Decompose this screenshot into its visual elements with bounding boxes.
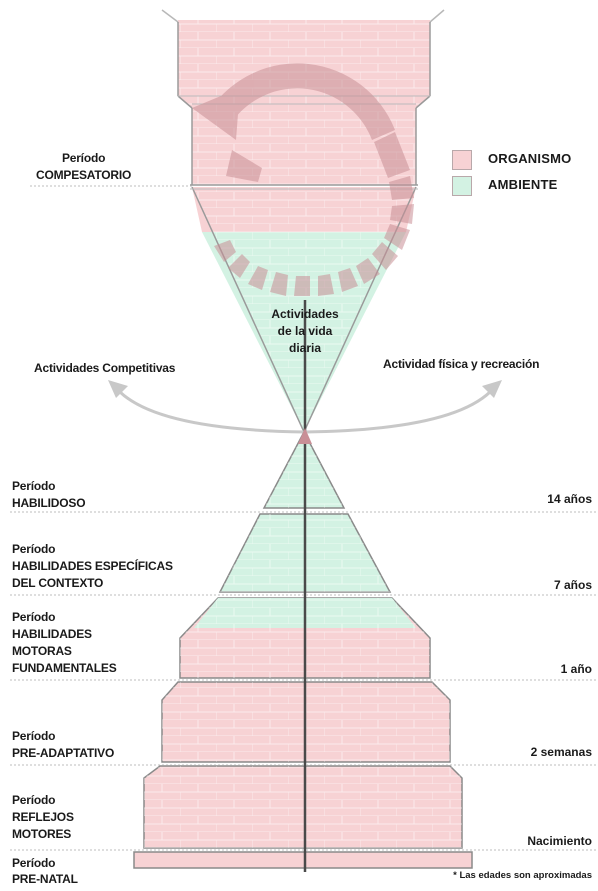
upper-column-organismo-pattern: [178, 20, 430, 185]
period-preadaptativo-label: Período PRE-ADAPTATIVO: [12, 728, 114, 762]
period-word: Período: [12, 610, 56, 624]
period-word: Período: [12, 479, 56, 493]
period-fundamentales-label: Período HABILIDADES MOTORAS FUNDAMENTALE…: [12, 609, 117, 677]
period-name-cont: DEL CONTEXTO: [12, 576, 104, 590]
period-name: PRE-NATAL: [12, 872, 78, 886]
tier-prenatal: [133, 851, 473, 869]
period-word: Período: [61, 151, 106, 165]
lower-pyramid: [133, 430, 473, 869]
upper-right-edge: [429, 9, 445, 23]
period-prenatal-label: Período PRE-NATAL: [12, 855, 78, 887]
upper-left-edge: [161, 9, 179, 23]
circular-arrow-icon: [192, 63, 414, 296]
period-habilidoso-label: Período HABILIDOSO: [12, 478, 86, 512]
age-habilidoso: 14 años: [547, 492, 592, 506]
activities-competitive-label: Actividades Competitivas: [34, 361, 176, 375]
period-name-cont: MOTORAS: [12, 644, 72, 658]
period-name: PRE-ADAPTATIVO: [12, 746, 115, 760]
age-fundamentales: 1 año: [560, 662, 592, 676]
period-name-cont: MOTORES: [12, 827, 72, 841]
activities-daily-line2: de la vida: [277, 324, 333, 338]
legend-swatch-ambiente: [452, 176, 472, 196]
period-name: REFLEJOS: [12, 810, 74, 824]
arrow-left-icon: [108, 380, 128, 398]
period-name: HABILIDADES: [12, 627, 92, 641]
period-name-cont2: FUNDAMENTALES: [12, 661, 117, 675]
period-compensatorio-label: Período COMPESATORIO: [36, 150, 131, 184]
legend-swatch-organismo: [452, 150, 472, 170]
period-name: HABILIDADES ESPECÍFICAS: [12, 559, 173, 573]
period-reflejos-label: Período REFLEJOS MOTORES: [12, 792, 74, 843]
activities-daily-line1: Actividades: [271, 307, 339, 321]
age-preadaptativo: 2 semanas: [530, 745, 592, 759]
age-reflejos: Nacimiento: [527, 834, 592, 848]
legend-label-ambiente: AMBIENTE: [488, 177, 558, 192]
activities-daily-line3: diaria: [288, 341, 321, 355]
age-especificas: 7 años: [553, 578, 592, 592]
period-name: COMPESATORIO: [36, 168, 132, 182]
period-word: Período: [12, 793, 56, 807]
arrow-right-icon: [482, 380, 502, 398]
legend-label-organismo: ORGANISMO: [488, 151, 572, 166]
footnote: * Las edades son aproximadas: [453, 870, 592, 881]
period-word: Período: [12, 856, 56, 870]
period-word: Período: [12, 542, 56, 556]
axis-arrowhead-icon: [298, 428, 312, 444]
period-word: Período: [12, 729, 56, 743]
period-name: HABILIDOSO: [12, 496, 86, 510]
activities-arc: [118, 390, 492, 434]
activities-recreation-label: Actividad física y recreación: [383, 357, 540, 371]
activities-daily-label: Actividades de la vida diaria: [260, 306, 350, 357]
period-especificas-label: Período HABILIDADES ESPECÍFICAS DEL CONT…: [12, 541, 173, 592]
period-separators: [10, 185, 598, 851]
